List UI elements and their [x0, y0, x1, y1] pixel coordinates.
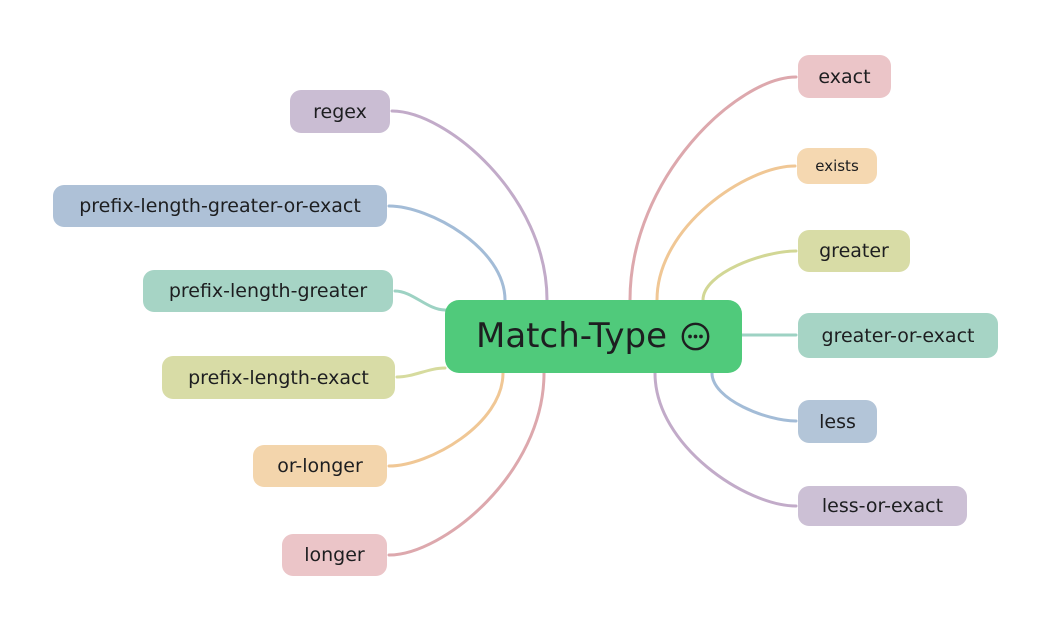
connector-less: [710, 371, 798, 423]
node-label: prefix-length-exact: [188, 366, 369, 389]
node-exists[interactable]: exists: [797, 148, 877, 184]
node-less[interactable]: less: [798, 400, 877, 443]
connector-prefix-length-greater: [393, 289, 447, 312]
node-greater-or-exact[interactable]: greater-or-exact: [798, 313, 998, 358]
node-label: less: [819, 410, 856, 433]
node-label: prefix-length-greater-or-exact: [79, 195, 361, 217]
node-regex[interactable]: regex: [290, 90, 390, 133]
connector-prefix-length-exact: [395, 366, 447, 379]
node-label: exists: [815, 157, 859, 175]
connector-less-or-exact: [653, 371, 798, 508]
connector-regex: [390, 109, 549, 302]
connector-or-longer: [387, 371, 505, 468]
node-label: greater-or-exact: [821, 324, 975, 347]
connector-longer: [387, 371, 546, 557]
node-label: or-longer: [277, 455, 363, 477]
node-label: less-or-exact: [821, 495, 944, 517]
connector-prefix-length-greater-or-exact: [387, 204, 507, 302]
connector-exists: [655, 164, 797, 302]
node-label: greater: [819, 240, 889, 262]
node-less-or-exact[interactable]: less-or-exact: [798, 486, 967, 526]
node-prefix-length-greater[interactable]: prefix-length-greater: [143, 270, 393, 312]
node-label: exact: [818, 65, 871, 88]
node-label: regex: [313, 100, 367, 123]
node-prefix-length-exact[interactable]: prefix-length-exact: [162, 356, 395, 399]
connector-exact: [628, 75, 798, 302]
node-label: longer: [304, 544, 365, 566]
node-longer[interactable]: longer: [282, 534, 387, 576]
root-node-match-type[interactable]: Match-Type: [445, 300, 742, 373]
root-node-label: Match-Type: [476, 315, 667, 356]
node-greater[interactable]: greater: [798, 230, 910, 272]
node-prefix-length-greater-or-exact[interactable]: prefix-length-greater-or-exact: [53, 185, 387, 227]
ellipsis-circle-icon[interactable]: [680, 321, 711, 352]
node-or-longer[interactable]: or-longer: [253, 445, 387, 487]
node-label: prefix-length-greater: [168, 280, 368, 302]
connector-greater: [701, 249, 798, 302]
node-exact[interactable]: exact: [798, 55, 891, 98]
